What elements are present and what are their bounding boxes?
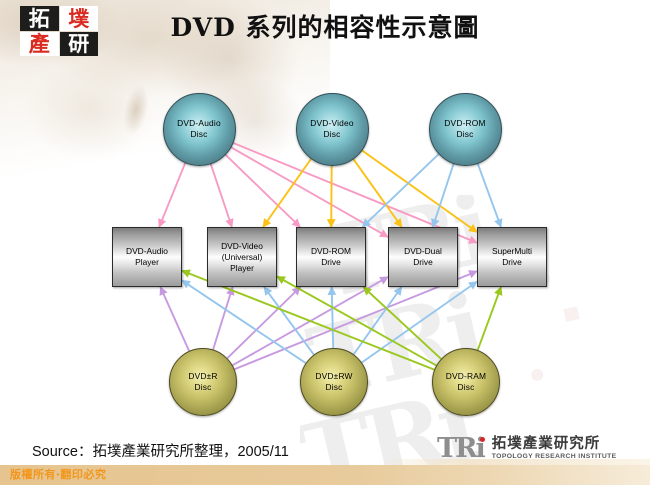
node-label-line2: Disc: [194, 382, 212, 392]
tri-brand-logo: TRi 拓墣產業研究所 TOPOLOGY RESEARCH INSTITUTE: [437, 433, 642, 463]
tri-red-dot-icon: [479, 436, 485, 442]
node-label-line2: Disc: [325, 382, 343, 392]
connector-dvd-pm-r-disc-to-dvd-video-player: [212, 286, 235, 350]
node-label-line2: Disc: [190, 129, 208, 139]
connector-dvd-pm-rw-disc-to-dvd-audio-player: [181, 279, 307, 364]
connector-dvd-ram-disc-to-dvd-video-player: [276, 275, 437, 367]
node-label: DVD-Video(Universal)Player: [221, 241, 263, 274]
connector-dvd-ram-disc-to-dvd-rom-drive: [362, 286, 442, 360]
node-label-line2: Disc: [456, 129, 474, 139]
tri-brand-en: TOPOLOGY RESEARCH INSTITUTE: [491, 452, 617, 460]
tri-corner-logo: 拓 墣 產 研: [20, 6, 98, 56]
node-label-line: DVD-Dual: [404, 246, 442, 256]
connector-dvd-pm-r-disc-to-dvd-rom-drive: [226, 286, 301, 359]
node-label-line1: DVD-RAM: [445, 371, 487, 381]
connector-dvd-rom-disc-to-dvd-rom-drive: [361, 153, 440, 228]
node-label-line: Drive: [321, 257, 341, 267]
node-label-line: Player: [135, 257, 159, 267]
copyright-notice: 版權所有‧翻印必究: [10, 469, 107, 481]
tri-wordmark-text: TRi: [437, 432, 486, 464]
connector-dvd-pm-rw-disc-to-dvd-rom-drive: [327, 286, 337, 349]
node-label-line: SuperMulti: [491, 246, 533, 256]
node-label-line: Drive: [413, 257, 433, 267]
node-label-line1: DVD-Audio: [177, 118, 221, 128]
connector-dvd-ram-disc-to-supermulti-drive: [476, 286, 503, 351]
node-label-line1: DVD±R: [188, 371, 218, 381]
footer-bar: 版權所有‧翻印必究: [0, 459, 650, 485]
source-note: Source：拓墣產業研究所整理，2005/11: [32, 444, 289, 460]
connector-dvd-rom-disc-to-supermulti-drive: [476, 162, 503, 228]
node-label-line2: Disc: [457, 382, 475, 392]
connectors-writable-to-device: [159, 269, 503, 371]
node-label-line: DVD-Audio: [126, 246, 168, 256]
node-dvd-video-player[interactable]: DVD-Video(Universal)Player: [207, 227, 277, 287]
logo-char-1: 拓: [20, 6, 59, 31]
logo-char-4: 研: [59, 31, 98, 56]
tri-brand-cn: 拓墣產業研究所: [491, 434, 601, 452]
connector-dvd-rom-disc-to-dvd-dual-drive: [431, 163, 455, 228]
connector-dvd-audio-disc-to-dvd-audio-player: [158, 162, 187, 228]
node-label-line: Player: [230, 262, 254, 273]
tri-wordmark: TRi: [437, 432, 486, 464]
connector-dvd-pm-rw-disc-to-dvd-dual-drive: [352, 286, 403, 355]
logo-char-2: 墣: [59, 6, 98, 31]
node-label-line1: DVD-ROM: [444, 118, 486, 128]
logo-char-3: 產: [20, 31, 59, 56]
connector-dvd-audio-disc-to-dvd-video-player: [209, 163, 234, 228]
node-label-line: DVD-Video: [221, 240, 263, 251]
node-label-line1: DVD±RW: [315, 371, 353, 381]
node-label-line1: DVD-Video: [310, 118, 354, 128]
node-label-line: (Universal): [221, 251, 263, 262]
connector-dvd-pm-rw-disc-to-dvd-video-player: [263, 286, 315, 356]
node-label-line2: Disc: [323, 129, 341, 139]
connector-dvd-pm-r-disc-to-dvd-audio-player: [159, 286, 190, 352]
node-label-line: Drive: [502, 257, 522, 267]
connector-dvd-ram-disc-to-dvd-audio-player: [181, 269, 435, 371]
node-label-line: DVD-ROM: [310, 246, 351, 256]
page-title: DVD 系列的相容性示意圖: [170, 13, 480, 42]
tri-brand-names: 拓墣產業研究所 TOPOLOGY RESEARCH INSTITUTE: [491, 434, 617, 461]
connector-dvd-video-disc-to-supermulti-drive: [361, 149, 478, 233]
connector-dvd-video-disc-to-dvd-dual-drive: [352, 158, 403, 228]
connector-dvd-video-disc-to-dvd-rom-drive: [326, 165, 336, 228]
